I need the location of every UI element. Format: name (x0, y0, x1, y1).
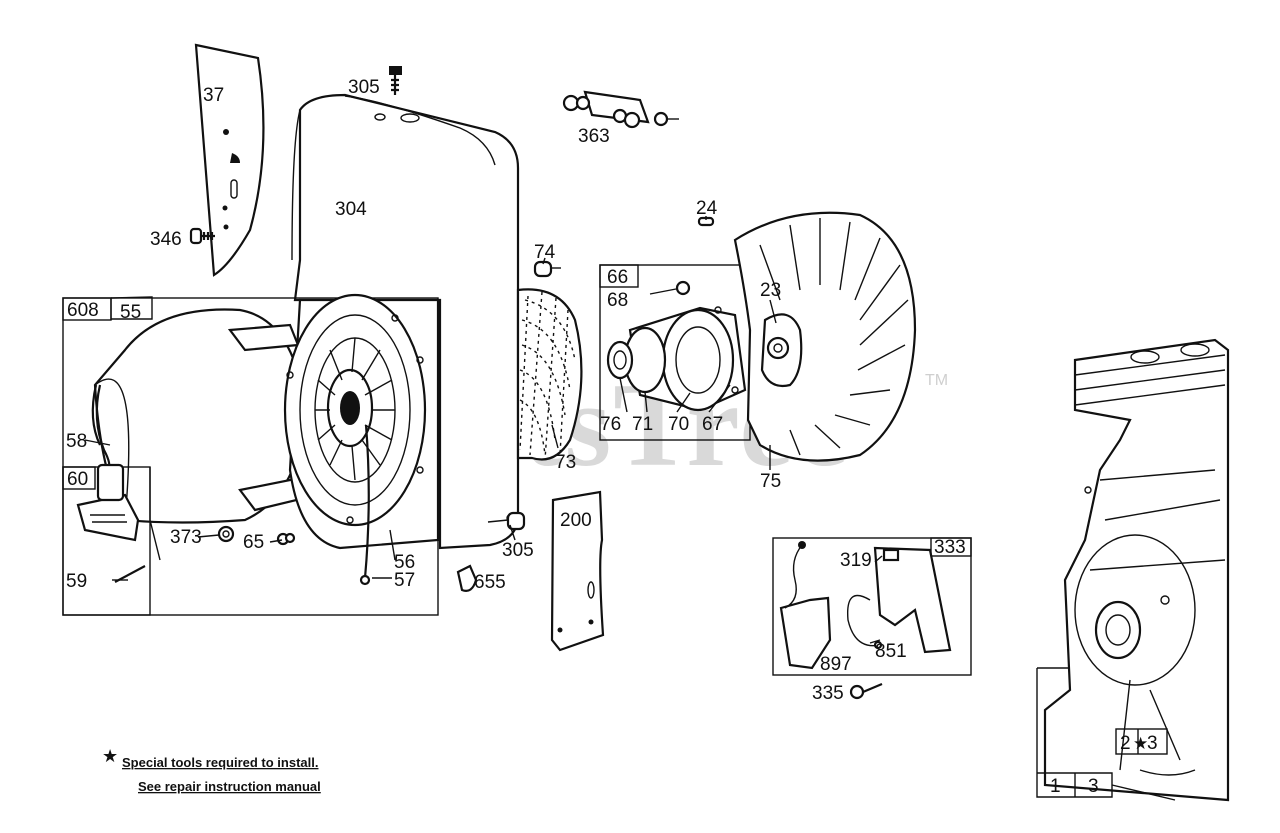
label-67: 67 (702, 414, 723, 435)
box-2-star-3 (1115, 728, 1168, 755)
box-1-3 (1036, 667, 1113, 798)
label-851: 851 (875, 641, 907, 662)
label-1: 1 (1050, 776, 1061, 797)
label-608: 608 (67, 300, 99, 321)
note-line-1: Special tools required to install. (122, 755, 319, 770)
label-24: 24 (696, 198, 718, 219)
part-56-starter-pulley[interactable] (283, 293, 440, 550)
part-65-screw[interactable] (276, 532, 296, 546)
label-74: 74 (534, 242, 556, 263)
label-897: 897 (820, 654, 852, 675)
label-59: 59 (66, 571, 87, 592)
label-65: 65 (243, 532, 264, 553)
label-55: 55 (120, 302, 141, 323)
label-319: 319 (840, 550, 872, 571)
label-333: 333 (934, 537, 966, 558)
part-655-clip[interactable] (456, 564, 478, 592)
label-3-lower: 3 (1088, 776, 1099, 797)
part-37-shield[interactable] (194, 43, 265, 277)
label-73: 73 (555, 452, 576, 473)
part-200-baffle[interactable] (550, 490, 605, 652)
label-346: 346 (150, 229, 182, 250)
part-57-starter-rope[interactable] (359, 424, 371, 586)
watermark-tm: TM (925, 372, 948, 389)
label-68: 68 (607, 290, 628, 311)
label-655: 655 (474, 572, 506, 593)
bolt-305-bottom[interactable] (487, 511, 526, 531)
bolt-305-top[interactable] (389, 66, 402, 95)
part-71-clutch[interactable] (606, 306, 747, 412)
label-363: 363 (578, 126, 610, 147)
label-71: 71 (632, 414, 653, 435)
label-305-top: 305 (348, 77, 380, 98)
part-68-ball[interactable] (675, 280, 691, 296)
star-note-icon: ★ (102, 746, 118, 767)
bolt-346[interactable] (189, 227, 215, 245)
label-3-upper: 3 (1147, 733, 1158, 754)
part-373-nut[interactable] (217, 525, 235, 543)
engine-block (1043, 338, 1230, 802)
label-23: 23 (760, 280, 781, 301)
label-57: 57 (394, 570, 415, 591)
label-76: 76 (600, 414, 621, 435)
label-37: 37 (203, 85, 224, 106)
star-icon: ★ (1133, 734, 1148, 753)
part-74-stud[interactable] (533, 260, 561, 278)
part-55-starter-cover[interactable] (91, 308, 307, 524)
leader-lines (84, 216, 883, 644)
part-60-switch[interactable] (76, 463, 140, 542)
label-70: 70 (668, 414, 689, 435)
part-363-bracket[interactable] (562, 90, 679, 129)
part-333-armature[interactable] (779, 541, 952, 670)
label-58: 58 (66, 431, 87, 452)
box-333 (772, 537, 972, 676)
label-60: 60 (67, 469, 88, 490)
label-75: 75 (760, 471, 781, 492)
part-335-screw[interactable] (849, 682, 883, 700)
part-23-flywheel[interactable] (733, 211, 917, 462)
label-200: 200 (560, 510, 592, 531)
label-2: 2 (1120, 733, 1131, 754)
label-335: 335 (812, 683, 844, 704)
label-56: 56 (394, 552, 415, 573)
label-304: 304 (335, 199, 367, 220)
part-73-screen[interactable] (516, 288, 583, 461)
note-line-2: See repair instruction manual (138, 779, 321, 794)
label-66: 66 (607, 267, 628, 288)
label-305-bottom: 305 (502, 540, 534, 561)
label-373: 373 (170, 527, 202, 548)
